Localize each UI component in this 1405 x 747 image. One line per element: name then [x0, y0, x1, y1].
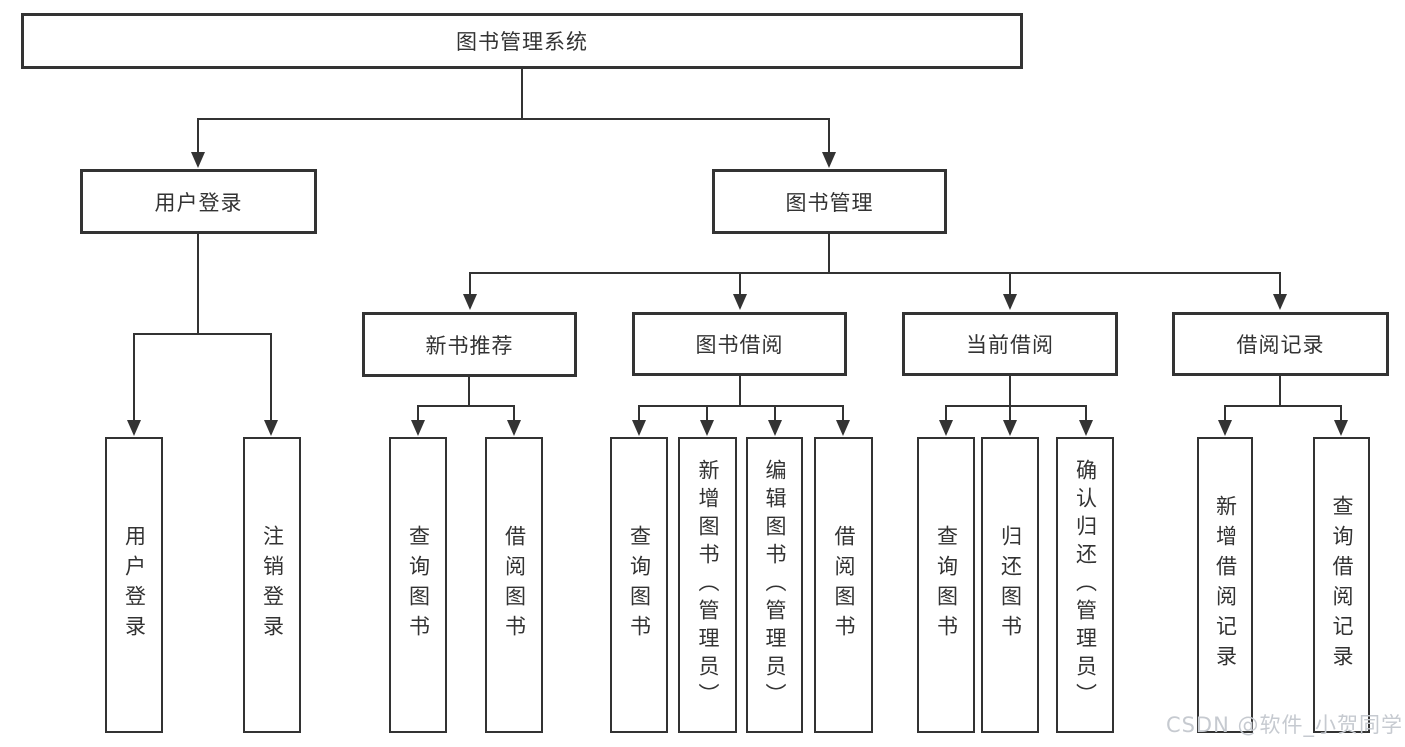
node-user-login: 用户登录	[80, 169, 317, 234]
leaf-return-books-label: 归还图书	[998, 525, 1023, 645]
node-book-borrowing: 图书借阅	[632, 312, 847, 376]
leaf-query-borrow-record-label: 查询借阅记录	[1330, 495, 1354, 675]
leaf-current-query-books: 查询图书	[917, 437, 975, 733]
node-book-management-label: 图书管理	[785, 190, 874, 215]
leaf-borrow-query-books-label: 查询图书	[627, 525, 652, 645]
leaf-query-borrow-record: 查询借阅记录	[1313, 437, 1370, 733]
node-root: 图书管理系统	[21, 13, 1023, 69]
leaf-logout-label: 注销登录	[260, 525, 285, 645]
leaf-edit-books-admin: 编辑图书（管理员）	[746, 437, 803, 733]
node-borrowing-records-label: 借阅记录	[1236, 333, 1325, 357]
node-book-borrowing-label: 图书借阅	[695, 333, 784, 357]
leaf-add-books-admin-label: 新增图书（管理员）	[696, 459, 720, 711]
leaf-recommend-borrow-books-label: 借阅图书	[502, 525, 527, 645]
leaf-confirm-return-admin: 确认归还（管理员）	[1056, 437, 1114, 733]
leaf-borrow-books-label: 借阅图书	[832, 525, 856, 645]
node-borrowing-records: 借阅记录	[1172, 312, 1389, 376]
leaf-return-books: 归还图书	[981, 437, 1039, 733]
node-root-label: 图书管理系统	[456, 30, 588, 54]
leaf-add-borrow-record: 新增借阅记录	[1197, 437, 1253, 733]
node-user-login-label: 用户登录	[154, 190, 243, 215]
leaf-current-query-books-label: 查询图书	[934, 525, 959, 645]
leaf-user-login-label: 用户登录	[122, 525, 147, 645]
node-new-book-recommend: 新书推荐	[362, 312, 577, 377]
node-new-book-recommend-label: 新书推荐	[425, 333, 514, 358]
leaf-user-login: 用户登录	[105, 437, 163, 733]
node-book-management: 图书管理	[712, 169, 947, 234]
leaf-add-borrow-record-label: 新增借阅记录	[1213, 495, 1238, 675]
leaf-logout: 注销登录	[243, 437, 301, 733]
leaf-edit-books-admin-label: 编辑图书（管理员）	[763, 459, 787, 711]
leaf-confirm-return-admin-label: 确认归还（管理员）	[1073, 459, 1098, 711]
leaf-borrow-query-books: 查询图书	[610, 437, 668, 733]
node-current-borrowing: 当前借阅	[902, 312, 1118, 376]
leaf-add-books-admin: 新增图书（管理员）	[678, 437, 737, 733]
node-current-borrowing-label: 当前借阅	[966, 333, 1054, 357]
leaf-recommend-query-books: 查询图书	[389, 437, 447, 733]
leaf-recommend-borrow-books: 借阅图书	[485, 437, 543, 733]
leaf-recommend-query-books-label: 查询图书	[406, 525, 431, 645]
leaf-borrow-books: 借阅图书	[814, 437, 873, 733]
csdn-watermark: CSDN @软件_小贺同学	[1165, 713, 1403, 737]
